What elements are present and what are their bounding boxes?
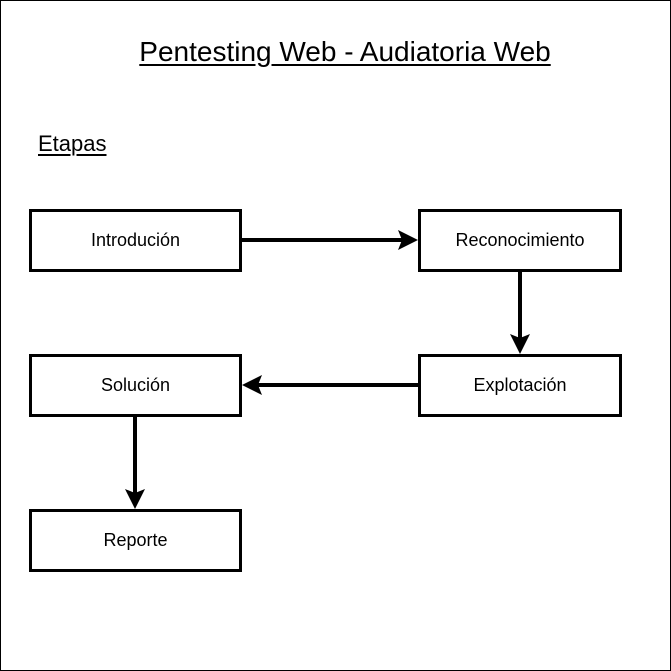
node-introduccion[interactable]: Introdución (29, 209, 242, 272)
node-label: Solución (100, 375, 171, 395)
node-label: Explotación (473, 375, 567, 395)
node-reconocimiento[interactable]: Reconocimiento (418, 209, 622, 272)
section-label-etapas: Etapas (38, 131, 107, 156)
node-reporte[interactable]: Reporte (29, 509, 242, 572)
node-label: Introdución (90, 230, 181, 250)
diagram-title: Pentesting Web - Audiatoria Web (139, 36, 551, 67)
node-explotacion[interactable]: Explotación (418, 354, 622, 417)
node-label: Reconocimiento (455, 230, 585, 250)
node-label: Reporte (103, 530, 168, 550)
node-solucion[interactable]: Solución (29, 354, 242, 417)
